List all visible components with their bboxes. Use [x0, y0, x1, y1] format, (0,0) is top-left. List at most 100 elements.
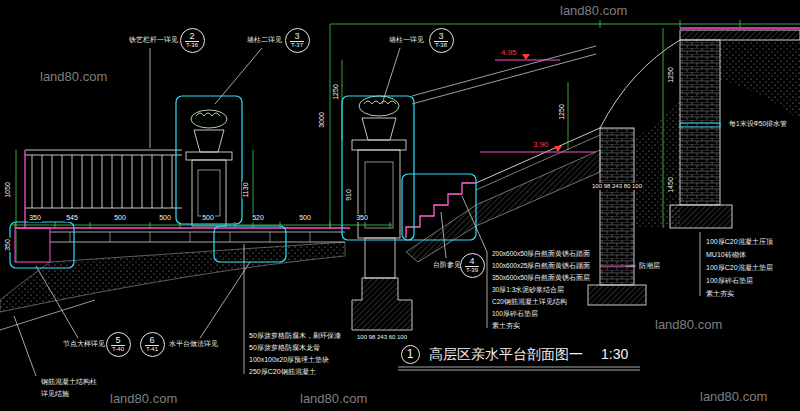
drawing-path	[70, 232, 310, 242]
dimension-text: 520	[251, 214, 265, 222]
drawing-path	[196, 113, 220, 116]
callout-circle: 2T-36	[180, 28, 205, 53]
annotation-text: 墙柱一详见	[388, 36, 425, 44]
dimension-lines	[12, 20, 800, 262]
callout-number: 1	[406, 348, 415, 361]
drawing-rect	[402, 174, 476, 240]
drawing-path	[36, 266, 78, 338]
drawing-path	[700, 232, 701, 296]
drawing-path	[554, 146, 562, 152]
drawing-ellipse	[191, 110, 227, 128]
callout-circle: 6T-41	[140, 332, 165, 357]
annotation-text: 100x600x25厚自然面黄锈石踢面	[491, 262, 591, 269]
dimension-text: 500	[298, 214, 312, 222]
drawing-rect	[670, 205, 732, 228]
drawing-rect	[10, 222, 74, 268]
drawing-rect	[680, 123, 720, 127]
annotation-text: 3.90	[532, 140, 550, 149]
drawing-rect	[186, 152, 232, 160]
sheet-reference: T-38	[434, 41, 448, 48]
annotation-text: 100厚碎石垫层	[491, 310, 539, 317]
drawing-path	[406, 183, 476, 238]
highlight-frames	[10, 96, 476, 268]
deck	[15, 228, 350, 262]
drawing-rect	[15, 228, 50, 262]
annotation-text: 4.95	[500, 48, 518, 57]
annotation-text: 50厚菠萝格防腐木龙骨	[248, 344, 321, 352]
dimension-text: 3000	[318, 111, 326, 129]
watermark: land80.com	[655, 318, 722, 333]
level-marks	[480, 54, 596, 152]
drawing-path	[441, 212, 446, 258]
stairs	[406, 46, 600, 238]
drawing-path	[600, 20, 740, 28]
watermark: land80.com	[40, 70, 107, 85]
dimension-text: 1250	[332, 83, 340, 101]
annotation-text: 1:30	[600, 346, 629, 362]
watermark: land80.com	[110, 392, 177, 407]
drawing-path	[522, 54, 530, 60]
drawing-path	[25, 150, 182, 208]
dimension-text: 1130	[242, 181, 250, 198]
dimension-text: 350	[355, 214, 369, 222]
wall-post	[352, 96, 412, 330]
drawing-title: 高层区亲水平台剖面图一	[428, 346, 584, 362]
drawing-path	[626, 266, 636, 267]
dimension-text: 545	[65, 214, 79, 222]
callout-circle: 3T-38	[429, 28, 454, 53]
dimension-text: 910	[345, 188, 353, 202]
annotation-text: 350x600x50厚自然面黄锈石面层	[491, 274, 591, 281]
sheet-reference: T-41	[145, 345, 159, 352]
drawing-path	[194, 130, 224, 152]
drawing-rect	[214, 226, 286, 262]
annotation-text: 详见结施	[40, 390, 70, 398]
callout-circle: 4T-39	[460, 253, 485, 278]
dimension-text: 500	[201, 214, 215, 222]
callout-number: 5	[114, 336, 121, 345]
dimension-text: 100 98 243 60 100	[356, 334, 408, 341]
drawing-path	[150, 48, 151, 148]
annotation-text: 节点大样详见	[62, 340, 106, 348]
sheet-reference: T-36	[185, 41, 199, 48]
drawing-rect	[352, 140, 406, 150]
annotation-text: 每1米设Φ50排水管	[728, 120, 788, 127]
drawing-path	[15, 227, 350, 228]
annotation-text: 250厚C20钢筋混凝土	[248, 368, 317, 376]
drawing-path	[362, 118, 396, 140]
drawing-rect	[600, 128, 634, 285]
soil-fill	[720, 40, 800, 120]
callout-number: 4	[468, 257, 475, 266]
annotation-text: 素土夯实	[491, 322, 521, 329]
dimension-text: 1250	[667, 66, 675, 84]
drawing-path	[32, 155, 172, 208]
callout-number: 6	[148, 336, 155, 345]
annotation-text: 200x600x50厚自然面黄锈石踏面	[491, 250, 591, 257]
annotation-text: 100厚C20混凝土垫层	[705, 264, 774, 272]
sheet-reference: T-40	[111, 345, 125, 352]
drawing-rect	[192, 160, 226, 226]
drawing-rect	[680, 30, 800, 40]
drawing-path	[480, 152, 596, 153]
sheet-reference: T-37	[290, 41, 304, 48]
annotation-text: 50厚菠萝格防腐木，刷环保漆	[248, 332, 342, 340]
watermark: land80.com	[700, 390, 767, 405]
drawing-path	[215, 48, 262, 104]
dimension-text: 500	[113, 214, 127, 222]
bank-line	[0, 300, 95, 330]
callout-number: 3	[293, 32, 300, 41]
drawing-path	[495, 60, 560, 61]
drawing-path	[382, 48, 400, 104]
dimension-text: 500	[158, 214, 172, 222]
dimension-text: 100 98 243 80 100	[591, 183, 643, 190]
annotation-text: 100厚C20混凝土压顶	[705, 238, 774, 246]
drawing-path	[12, 225, 392, 226]
dimension-text: 350	[4, 238, 12, 252]
wall-post	[186, 110, 232, 226]
annotation-text: MU10砖砌体	[705, 251, 747, 259]
drawing-rect	[198, 170, 220, 216]
callout-circle: 5T-40	[106, 332, 131, 357]
annotation-text: 100x100x20厚预埋土垫块	[248, 356, 330, 364]
drawing-rect	[680, 40, 720, 205]
